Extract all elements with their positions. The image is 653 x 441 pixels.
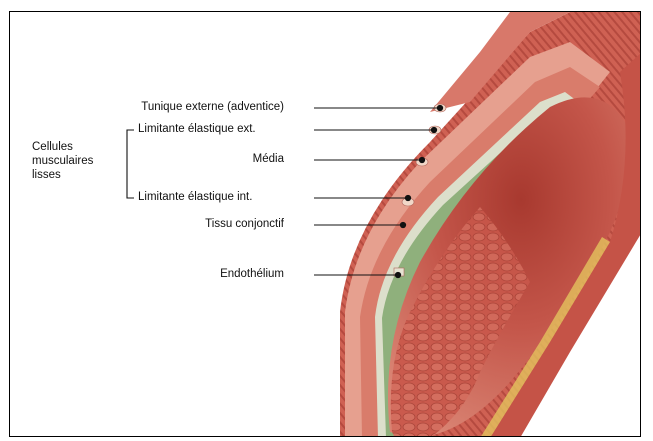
label-media: Média	[253, 153, 284, 166]
label-limitante-int: Limitante élastique int.	[138, 191, 252, 204]
artery-illustration	[10, 12, 641, 437]
label-endothelium: Endothélium	[220, 268, 284, 281]
group-bracket	[127, 130, 134, 198]
label-tissu-conjonctif: Tissu conjonctif	[205, 218, 284, 231]
label-limitante-ext: Limitante élastique ext.	[138, 123, 256, 136]
smooth-muscle-group-label: Cellules musculaires lisses	[32, 140, 122, 182]
diagram-frame: Cellules musculaires lisses Tunique exte…	[9, 11, 641, 437]
label-tunique-externe: Tunique externe (adventice)	[141, 101, 284, 114]
